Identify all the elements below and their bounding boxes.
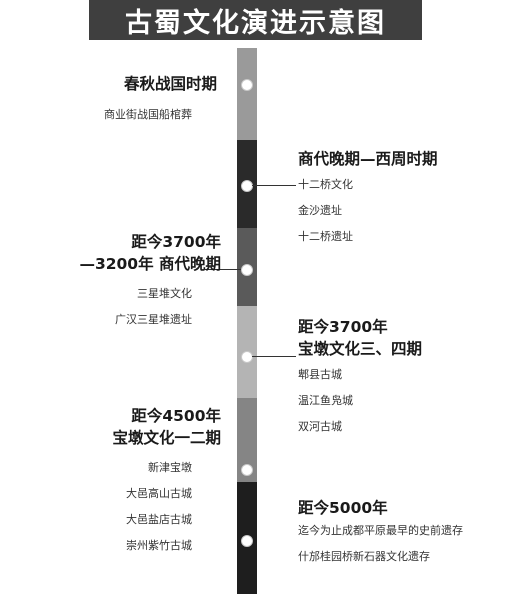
period-4-heading-line-1: 距今3700年 xyxy=(298,318,388,336)
period-3-item-1: 三星堆文化 xyxy=(137,287,192,300)
period-3-heading-line-1: 距今3700年 xyxy=(131,233,221,251)
timeline-node-5 xyxy=(241,464,253,476)
period-6-item-1: 迄今为止成都平原最早的史前遗存 xyxy=(298,524,463,537)
period-4-item-3: 双河古城 xyxy=(298,420,342,433)
title-banner: 古蜀文化演进示意图 xyxy=(89,0,422,40)
period-2-item-1: 十二桥文化 xyxy=(298,178,353,191)
timeline-node-3 xyxy=(241,264,253,276)
period-6-heading: 距今5000年 xyxy=(298,497,388,519)
period-2-item-2: 金沙遗址 xyxy=(298,204,342,217)
period-2-heading-line-1: 商代晚期—西周时期 xyxy=(298,150,438,168)
timeline-node-1 xyxy=(241,79,253,91)
period-4-heading: 距今3700年 宝墩文化三、四期 xyxy=(298,316,422,360)
timeline-node-2 xyxy=(241,180,253,192)
connector-2 xyxy=(252,185,296,186)
period-4-item-2: 温江鱼凫城 xyxy=(298,394,353,407)
timeline-segment-5 xyxy=(237,398,257,482)
period-2-item-3: 十二桥遗址 xyxy=(298,230,353,243)
period-2-heading: 商代晚期—西周时期 xyxy=(298,148,438,170)
period-5-heading: 距今4500年 宝墩文化一二期 xyxy=(112,405,221,449)
period-3-heading: 距今3700年 —3200年 商代晚期 xyxy=(79,231,221,275)
period-6-heading-line-1: 距今5000年 xyxy=(298,499,388,517)
timeline-node-6 xyxy=(241,535,253,547)
period-1-heading: 春秋战国时期 xyxy=(124,73,217,95)
period-4-item-1: 郫县古城 xyxy=(298,368,342,381)
period-3-item-2: 广汉三星堆遗址 xyxy=(115,313,192,326)
period-5-heading-line-1: 距今4500年 xyxy=(131,407,221,425)
connector-4 xyxy=(252,356,296,357)
diagram-title: 古蜀文化演进示意图 xyxy=(125,7,386,39)
period-5-item-2: 大邑高山古城 xyxy=(126,487,192,500)
period-4-heading-line-2: 宝墩文化三、四期 xyxy=(298,340,423,358)
period-5-item-3: 大邑盐店古城 xyxy=(126,513,192,526)
period-5-item-4: 崇州紫竹古城 xyxy=(126,539,192,552)
period-6-item-2: 什邡桂园桥新石器文化遗存 xyxy=(298,550,430,563)
timeline-segment-1 xyxy=(237,48,257,140)
period-3-heading-line-2: —3200年 商代晚期 xyxy=(79,255,221,273)
timeline-node-4 xyxy=(241,351,253,363)
connector-3 xyxy=(205,269,241,270)
period-1-item-1: 商业街战国船棺葬 xyxy=(104,108,192,121)
period-1-heading-line-1: 春秋战国时期 xyxy=(123,75,217,93)
period-5-heading-line-2: 宝墩文化一二期 xyxy=(112,429,221,447)
period-5-item-1: 新津宝墩 xyxy=(148,461,192,474)
